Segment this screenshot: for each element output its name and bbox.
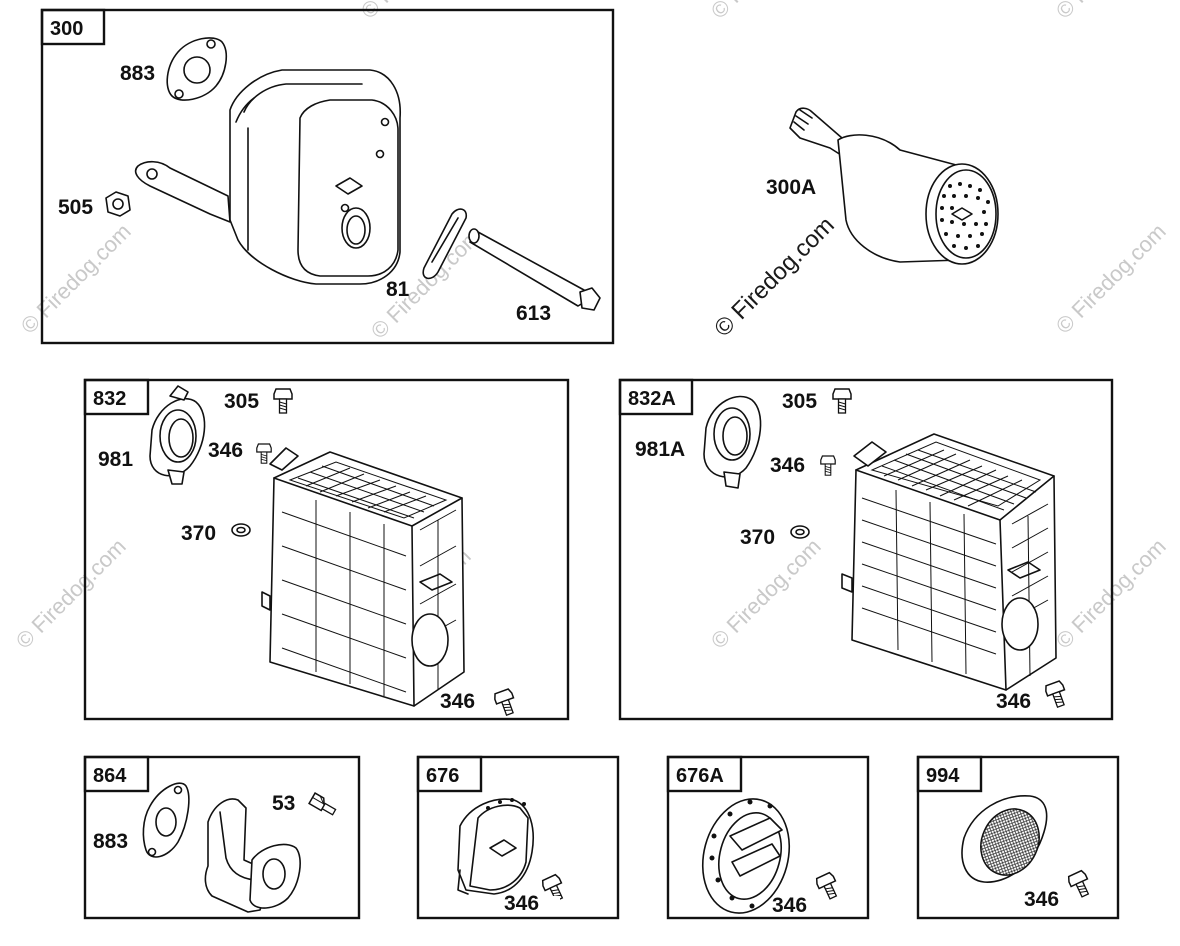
- screw-346-676a: [814, 871, 843, 902]
- label-883-elbow: 883: [93, 830, 128, 853]
- elbow-864: [204, 798, 301, 913]
- watermark-4: © Firedog.com: [11, 534, 131, 654]
- screw-346-upper: [256, 443, 272, 464]
- label-981a: 981A: [635, 438, 685, 461]
- panel-300-tag-box: [40, 8, 106, 46]
- panel-676a-tag-box: [666, 755, 743, 793]
- panel-994: 994 346: [916, 755, 1120, 920]
- panel-832a-tag: 832A: [628, 388, 676, 410]
- label-305-a: 305: [782, 390, 817, 413]
- label-370: 370: [181, 522, 216, 545]
- muffler-300: [134, 69, 401, 285]
- panel-994-frame: [916, 755, 1120, 920]
- guard-832: [261, 447, 465, 707]
- label-346-676: 346: [504, 892, 539, 915]
- panel-832a-tag-box: [618, 378, 694, 416]
- screw-346-upper-a: [820, 455, 836, 476]
- washer-370-a: [790, 525, 810, 539]
- label-81: 81: [386, 278, 410, 301]
- panel-676-tag: 676: [426, 765, 459, 787]
- label-346-lower-a: 346: [996, 690, 1031, 713]
- panel-676a: 676A 346: [666, 755, 870, 920]
- label-981: 981: [98, 448, 133, 471]
- panel-676a-tag: 676A: [676, 765, 724, 787]
- panel-300-frame: [40, 8, 615, 345]
- gasket-883: [166, 37, 228, 101]
- label-346-lower: 346: [440, 690, 475, 713]
- panel-832a: 832A 981A 305 346 370: [618, 378, 1114, 721]
- panel-832-tag-box: [83, 378, 150, 416]
- label-53: 53: [272, 792, 295, 815]
- screw-346-lower-a: [1043, 679, 1071, 710]
- panel-832-frame: [83, 378, 570, 721]
- label-346-676a: 346: [772, 894, 807, 917]
- panel-676: 676 346: [416, 755, 620, 920]
- flange-981a: [703, 395, 762, 489]
- watermark-10: © Firedog.com: [1051, 0, 1171, 24]
- watermark-dark: © Firedog.com: [709, 212, 840, 343]
- label-346-upper-a: 346: [770, 454, 805, 477]
- panel-676-label-mask: [500, 896, 560, 916]
- deflector-676: [457, 798, 534, 895]
- watermark-1: © Firedog.com: [16, 219, 136, 339]
- panel-864: 864 883 53: [83, 755, 361, 920]
- guard-832a: [841, 433, 1057, 691]
- watermark-3: © Firedog.com: [1051, 219, 1171, 339]
- label-305: 305: [224, 390, 259, 413]
- watermark-8: © Firedog.com: [356, 0, 476, 24]
- panel-300: 300 883: [40, 8, 615, 345]
- label-505: 505: [58, 196, 93, 219]
- panel-864-tag: 864: [93, 765, 127, 787]
- screw-305-a: [832, 388, 852, 414]
- label-613: 613: [516, 302, 551, 325]
- nut-505: [105, 191, 131, 217]
- flange-981: [149, 385, 206, 485]
- panel-832a-frame: [618, 378, 1114, 721]
- panel-864-frame: [83, 755, 361, 920]
- deflector-676a: [701, 798, 791, 914]
- label-370-a: 370: [740, 526, 775, 549]
- watermark-6: © Firedog.com: [706, 534, 826, 654]
- washer-370: [231, 523, 251, 537]
- screw-346-994: [1066, 869, 1095, 900]
- label-346-994: 346: [1024, 888, 1059, 911]
- lock-81: [422, 208, 468, 280]
- screw-346-lower: [492, 687, 520, 718]
- panel-300-tag: 300: [50, 18, 83, 40]
- panel-994-tag-box: [916, 755, 983, 793]
- screw-613: [468, 228, 601, 311]
- panel-864-tag-box: [83, 755, 150, 793]
- label-346-upper: 346: [208, 439, 243, 462]
- label-300a: 300A: [766, 176, 816, 199]
- panel-832: 832 981 305 346 370: [83, 378, 570, 721]
- screen-994: [961, 795, 1048, 883]
- spark-arrestor-300a: [789, 107, 999, 265]
- panel-994-tag: 994: [926, 765, 960, 787]
- label-883: 883: [120, 62, 155, 85]
- panel-832-tag: 832: [93, 388, 126, 410]
- screw-53: [308, 792, 339, 818]
- arrestor-perforations: [940, 182, 990, 250]
- watermark-9: © Firedog.com: [706, 0, 826, 24]
- panel-676-tag-box: [416, 755, 483, 793]
- panel-676a-frame: [666, 755, 870, 920]
- gasket-883-elbow: [142, 782, 190, 858]
- panel-676-frame: [416, 755, 620, 920]
- screw-305: [273, 388, 293, 414]
